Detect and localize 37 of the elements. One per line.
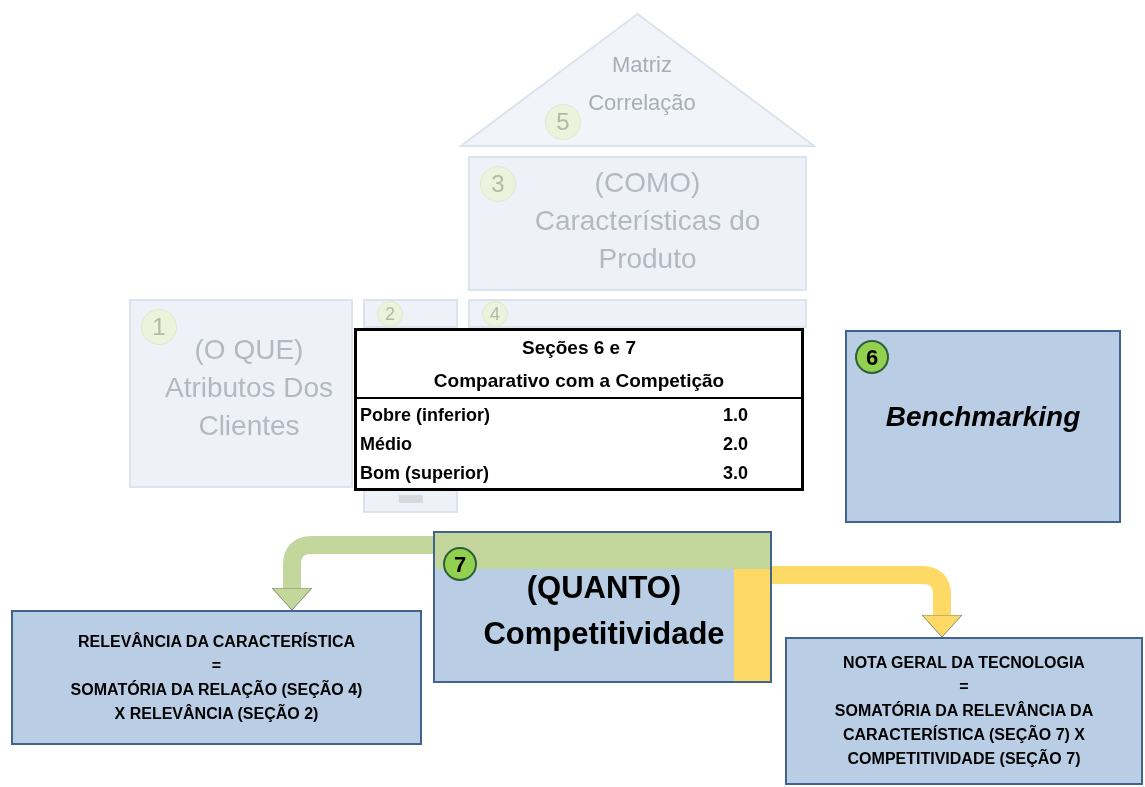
number-badge: 1	[141, 309, 177, 345]
faded-box	[363, 491, 458, 513]
number-badge: 3	[480, 166, 516, 202]
formula-box	[11, 610, 422, 745]
table-heading: Seções 6 e 7	[520, 336, 638, 360]
box-label: (COMO) Características do Produto	[533, 166, 762, 276]
process-box	[845, 330, 1121, 523]
number-badge: 6	[855, 340, 889, 374]
formula-text: SOMATÓRIA DA RELEVÂNCIA DA CARACTERÍSTICA (SEÇÃO 7) X COMPETITIVIDADE (SEÇÃO 7)	[833, 700, 1095, 769]
number-badge: 7	[443, 547, 477, 581]
process-box	[433, 531, 772, 683]
formula-text: =	[959, 677, 969, 697]
box-label: (QUANTO) Competitividade	[482, 569, 726, 653]
table-cell-text: Bom (superior)	[360, 462, 489, 485]
formula-box	[785, 637, 1143, 785]
table-cell-text: 1.0	[722, 404, 748, 427]
number-badge: 2	[377, 301, 403, 327]
table-cell-text: 2.0	[722, 433, 748, 456]
formula-text: =	[211, 655, 222, 676]
scale-table	[354, 328, 804, 491]
faded-box	[129, 299, 353, 488]
formula-text: RELEVÂNCIA DA CARACTERÍSTICA	[77, 631, 355, 652]
box-label: Benchmarking	[884, 400, 1082, 434]
faded-box	[363, 299, 458, 328]
table-heading: Comparativo com a Competição	[432, 369, 726, 393]
roof-triangle	[459, 12, 816, 148]
faded-box	[468, 156, 807, 291]
curved-arrow	[271, 536, 433, 611]
table-cell-text: Pobre (inferior)	[360, 404, 490, 427]
formula-text: SOMATÓRIA DA RELAÇÃO (SEÇÃO 4) X RELEVÂNCIA (SEÇÃO 2)	[69, 679, 364, 724]
faded-box	[468, 299, 807, 328]
curved-arrow	[772, 566, 963, 638]
formula-text: NOTA GERAL DA TECNOLOGIA	[843, 653, 1085, 673]
table-cell-text: 3.0	[722, 462, 748, 485]
number-badge: 4	[482, 301, 508, 327]
table-cell-text: Médio	[360, 433, 412, 456]
roof-label: Matriz Correlação	[587, 51, 697, 117]
